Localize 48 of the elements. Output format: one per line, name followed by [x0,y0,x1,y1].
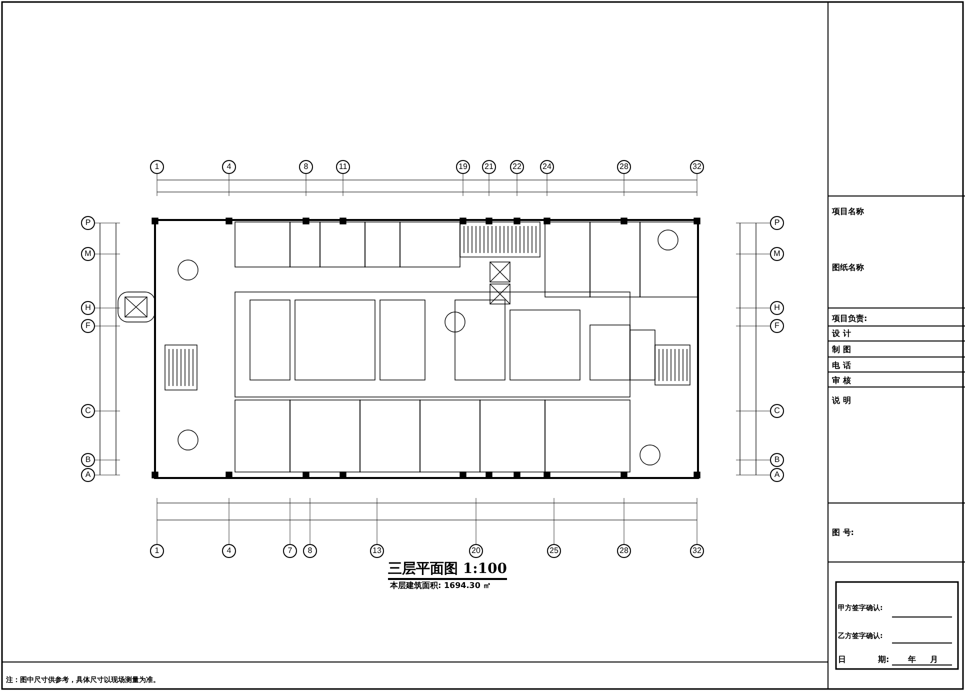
field-label: 图纸名称 [832,262,864,273]
grid-bubble: H [81,301,95,315]
grid-bubble: A [770,468,784,482]
grid-bubble: 8 [303,544,317,558]
grid-bubble: F [770,319,784,333]
grid-bubble: 4 [222,544,236,558]
grid-bubble: 7 [283,544,297,558]
field-label: 年 [908,654,916,665]
field-label: 制 图 [832,344,851,355]
grid-bubble: P [81,216,95,230]
grid-bubble: 1 [150,160,164,174]
grid-bubble: B [770,453,784,467]
field-label: 电 话 [832,360,851,371]
field-label: 项目名称 [832,206,864,217]
grid-bubble: 22 [510,160,524,174]
field-label: 项目负责: [832,313,868,324]
field-label: 图 号: [832,527,854,538]
area-note: 本层建筑面积: 1694.30 ㎡ [390,580,492,591]
grid-bubble: 24 [540,160,554,174]
grid-bubble: 8 [299,160,313,174]
grid-bubble: P [770,216,784,230]
field-label: 说 明 [832,395,851,406]
drawing-title: 三层平面图 1:100 [388,560,508,580]
field-label: 设 计 [832,328,851,339]
field-label: 审 核 [832,375,851,386]
field-label: 月 [930,654,938,665]
grid-bubble: B [81,453,95,467]
grid-bubble: 32 [690,544,704,558]
grid-bubble: 32 [690,160,704,174]
grid-bubble: 4 [222,160,236,174]
grid-bubble: C [770,404,784,418]
grid-bubble: F [81,319,95,333]
grid-bubble: 19 [456,160,470,174]
grid-bubble: C [81,404,95,418]
grid-bubble: 21 [482,160,496,174]
grid-bubble: 25 [547,544,561,558]
grid-bubble: H [770,301,784,315]
grid-bubble: 28 [617,160,631,174]
field-label: 期: [878,654,890,665]
grid-bubble: A [81,468,95,482]
grid-bubble: 13 [370,544,384,558]
field-label: 日 [838,654,846,665]
grid-bubble: 11 [336,160,350,174]
grid-bubble: M [770,247,784,261]
grid-bubble: 28 [617,544,631,558]
grid-bubble: M [81,247,95,261]
grid-bubble: 20 [469,544,483,558]
grid-bubble: 1 [150,544,164,558]
